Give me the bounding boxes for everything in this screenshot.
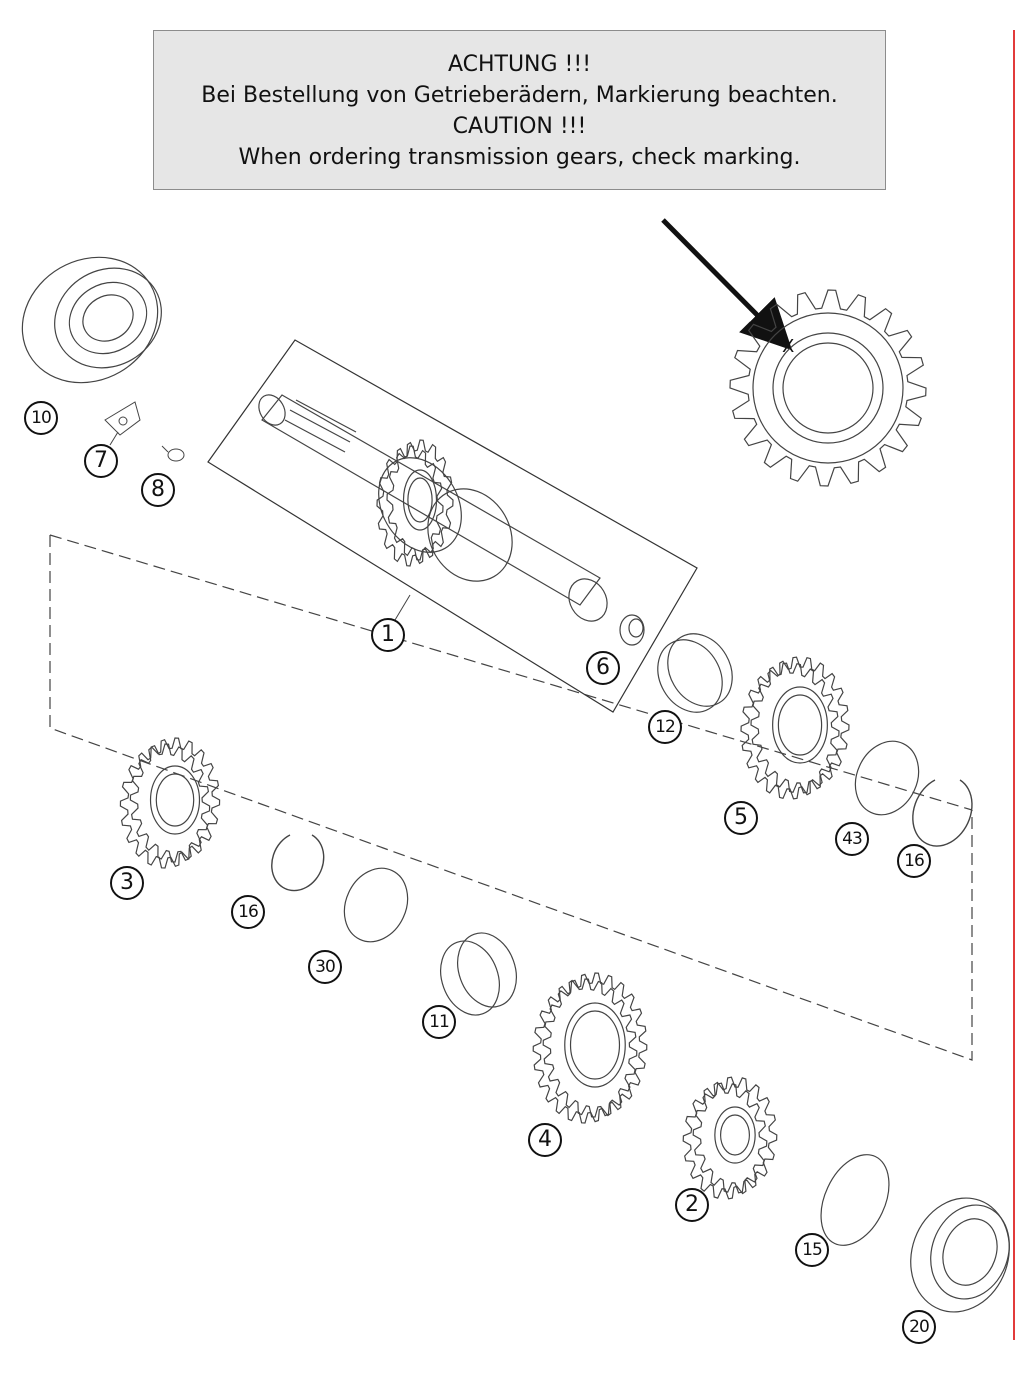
circlip-16-left [271, 834, 325, 892]
notice-line-german: Bei Bestellung von Getrieberädern, Marki… [201, 83, 838, 108]
thrust-washer-15 [820, 1154, 890, 1246]
bushing-6 [619, 614, 645, 646]
shaft-group-frame [207, 339, 698, 713]
callout-20: 20 [902, 1310, 936, 1344]
callout-16-left: 16 [231, 895, 265, 929]
callout-11: 11 [422, 1005, 456, 1039]
callout-4: 4 [528, 1123, 562, 1157]
leader-1 [394, 594, 411, 621]
needle-bearing-11 [440, 932, 517, 1016]
marked-gear-detail [729, 289, 927, 487]
callout-30: 30 [308, 950, 342, 984]
callout-7: 7 [84, 444, 118, 478]
gear-5 [740, 656, 850, 800]
callout-16-right: 16 [897, 844, 931, 878]
callout-8: 8 [141, 473, 175, 507]
circlip-16-right [912, 779, 973, 847]
notice-line-english: When ordering transmission gears, check … [238, 145, 801, 170]
assembly-dashed-link [49, 534, 973, 811]
notice-line-achtung: ACHTUNG !!! [447, 52, 592, 77]
leader-7 [109, 431, 119, 446]
bearing-10 [21, 256, 162, 384]
notice-line-caution: CAUTION !!! [452, 114, 587, 139]
gear-4 [532, 972, 648, 1124]
gear-2 [682, 1076, 778, 1200]
callout-10: 10 [24, 401, 58, 435]
callout-2: 2 [675, 1188, 709, 1222]
main-shaft-1 [258, 394, 608, 622]
callout-5: 5 [724, 801, 758, 835]
callout-3: 3 [110, 866, 144, 900]
assembly-dashed-outline [49, 535, 973, 1061]
callout-1: 1 [371, 618, 405, 652]
lock-plate-hole [118, 416, 128, 426]
bearing-20 [910, 1197, 1010, 1313]
screw-8 [161, 445, 185, 462]
callout-15: 15 [795, 1233, 829, 1267]
callout-6: 6 [586, 651, 620, 685]
needle-bearing-12 [657, 633, 733, 713]
callout-12: 12 [648, 710, 682, 744]
ordering-notice: ACHTUNG !!! Bei Bestellung von Getrieber… [153, 30, 886, 190]
marking-arrow [661, 218, 793, 351]
page-edge-marker [1013, 30, 1015, 1340]
thrust-washer-43 [854, 740, 920, 816]
gear-3 [119, 737, 221, 869]
thrust-washer-30 [343, 867, 409, 943]
shaft-gear [376, 439, 454, 567]
lock-plate-7 [104, 401, 141, 436]
callout-43: 43 [835, 822, 869, 856]
marking-symbol: X [782, 336, 794, 357]
